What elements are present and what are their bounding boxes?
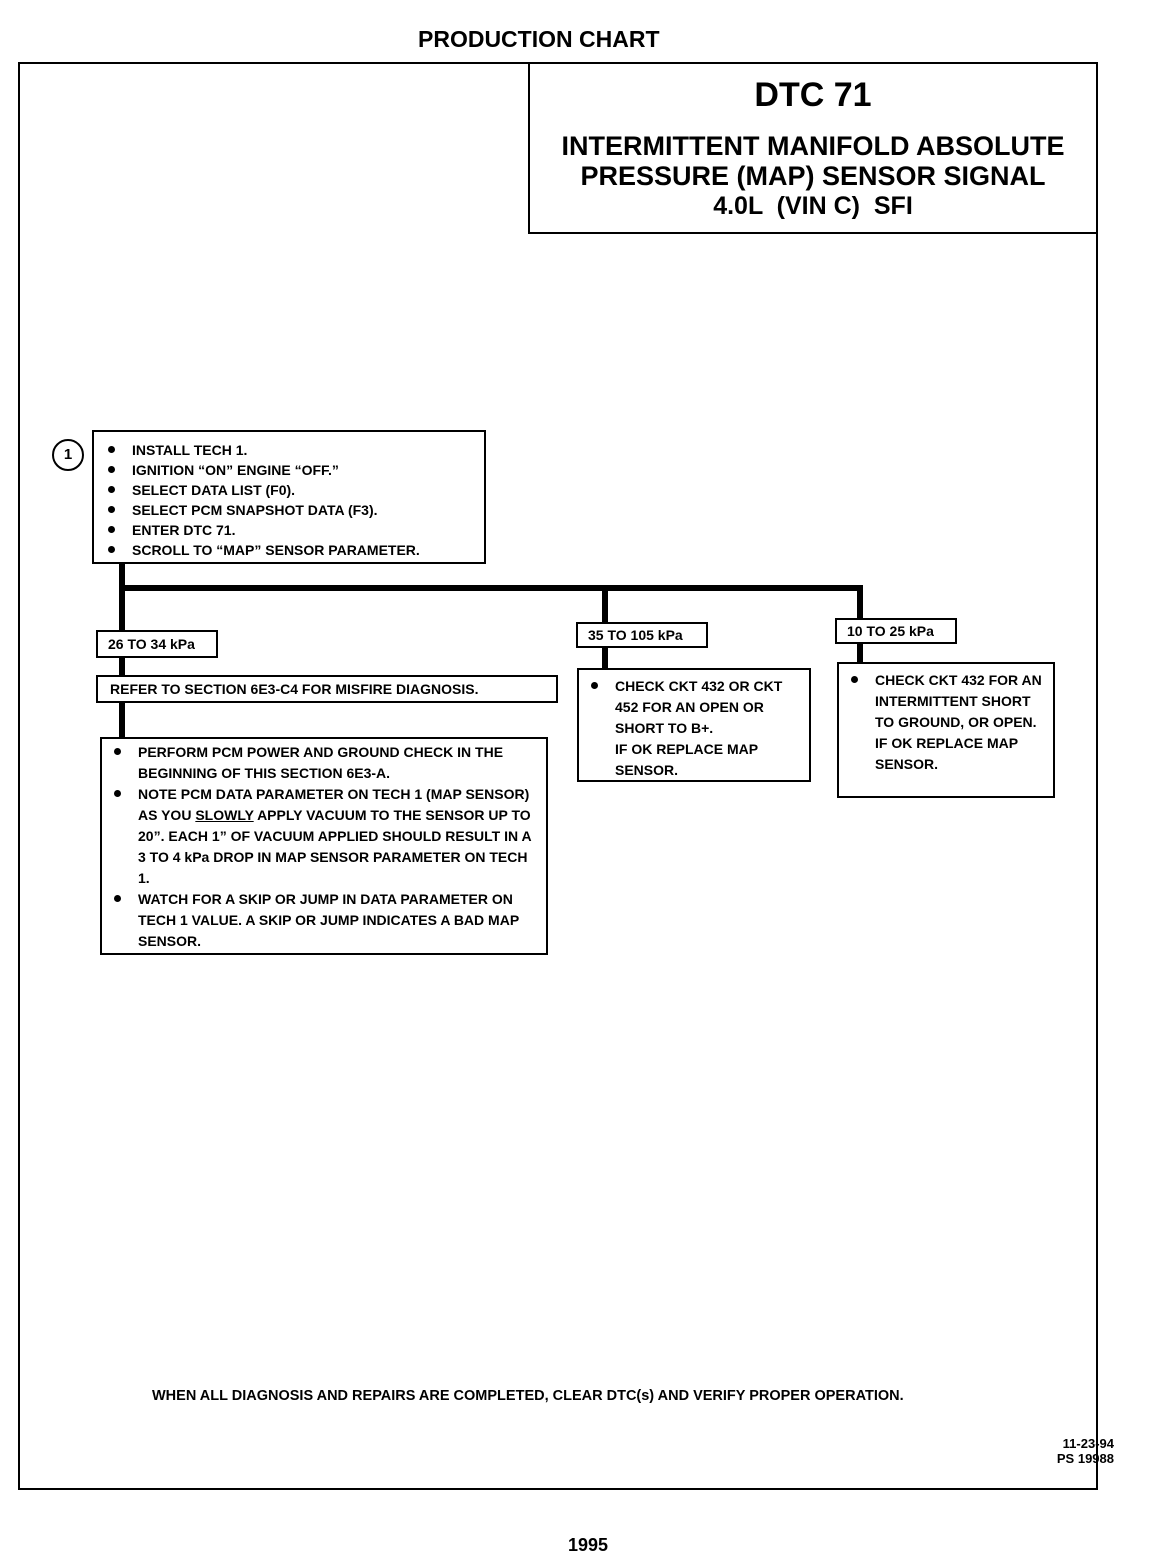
branch-middle-text: IF OK REPLACE MAP SENSOR. — [615, 741, 758, 778]
branch-middle-text: CHECK CKT 432 OR CKT 452 FOR AN OPEN OR … — [615, 678, 783, 736]
dtc-title-line1: INTERMITTENT MANIFOLD ABSOLUTE — [561, 131, 1065, 161]
branch-middle-box: CHECK CKT 432 OR CKT 452 FOR AN OPEN OR … — [577, 668, 811, 782]
emphasis-slowly: SLOWLY — [195, 807, 254, 823]
completion-note: WHEN ALL DIAGNOSIS AND REPAIRS ARE COMPL… — [152, 1388, 904, 1404]
step-1-item: INSTALL TECH 1. — [104, 440, 478, 460]
page-number: 1995 — [568, 1535, 609, 1555]
branch-left-label: 26 TO 34 kPa — [96, 630, 218, 658]
branch-right-text: IF OK REPLACE MAP SENSOR. — [875, 735, 1018, 772]
connector-right-label-down — [857, 642, 863, 664]
step-1-item: SELECT PCM SNAPSHOT DATA (F3). — [104, 500, 478, 520]
item-text: APPLY VACUUM TO THE SENSOR UP TO 20”. EA… — [138, 807, 532, 886]
title-block: DTC 71 INTERMITTENT MANIFOLD ABSOLUTE PR… — [528, 62, 1098, 234]
engine-spec: 4.0L (VIN C) SFI — [713, 192, 913, 220]
branch-left-item: PERFORM PCM POWER AND GROUND CHECK IN TH… — [110, 742, 542, 784]
branch-right-list: CHECK CKT 432 FOR AN INTERMITTENT SHORT … — [847, 670, 1049, 775]
revision-date: 11-23-94 — [1062, 1436, 1114, 1451]
connector-left-refer-down — [119, 701, 125, 739]
step-1-marker: 1 — [52, 439, 84, 471]
connector-right-drop — [857, 585, 863, 620]
branch-middle-label: 35 TO 105 kPa — [576, 622, 708, 648]
connector-middle-drop — [602, 588, 608, 624]
branch-middle-item: CHECK CKT 432 OR CKT 452 FOR AN OPEN OR … — [587, 676, 805, 781]
step-1-item: IGNITION “ON” ENGINE “OFF.” — [104, 460, 478, 480]
step-1-list: INSTALL TECH 1. IGNITION “ON” ENGINE “OF… — [104, 440, 478, 560]
branch-left-list: PERFORM PCM POWER AND GROUND CHECK IN TH… — [110, 742, 542, 952]
step-1-box: INSTALL TECH 1. IGNITION “ON” ENGINE “OF… — [92, 430, 486, 564]
branch-left-box: PERFORM PCM POWER AND GROUND CHECK IN TH… — [100, 737, 548, 955]
dtc-title-line2: PRESSURE (MAP) SENSOR SIGNAL — [580, 161, 1046, 191]
branch-right-label: 10 TO 25 kPa — [835, 618, 957, 644]
ps-number: PS 19988 — [1056, 1451, 1114, 1466]
branch-left-item: WATCH FOR A SKIP OR JUMP IN DATA PARAMET… — [110, 889, 542, 952]
connector-left-drop — [119, 588, 125, 630]
dtc-code: DTC 71 — [754, 76, 872, 114]
branch-left-refer: REFER TO SECTION 6E3-C4 FOR MISFIRE DIAG… — [96, 675, 558, 703]
branch-right-item: CHECK CKT 432 FOR AN INTERMITTENT SHORT … — [847, 670, 1049, 775]
step-1-item: SCROLL TO “MAP” SENSOR PARAMETER. — [104, 540, 478, 560]
connector-horizontal — [119, 585, 863, 591]
branch-middle-list: CHECK CKT 432 OR CKT 452 FOR AN OPEN OR … — [587, 676, 805, 781]
connector-middle-label-down — [602, 646, 608, 670]
connector-left-label-down — [119, 656, 125, 678]
step-1-item: ENTER DTC 71. — [104, 520, 478, 540]
item-text: NOTE PCM DATA PARAMETER ON TECH 1 (MAP S… — [138, 786, 530, 823]
branch-right-text: CHECK CKT 432 FOR AN INTERMITTENT SHORT … — [875, 672, 1042, 730]
connector-step1-down — [119, 564, 125, 602]
chart-heading: PRODUCTION CHART — [418, 26, 660, 52]
branch-right-box: CHECK CKT 432 FOR AN INTERMITTENT SHORT … — [837, 662, 1055, 798]
step-1-item: SELECT DATA LIST (F0). — [104, 480, 478, 500]
branch-left-item: NOTE PCM DATA PARAMETER ON TECH 1 (MAP S… — [110, 784, 542, 889]
